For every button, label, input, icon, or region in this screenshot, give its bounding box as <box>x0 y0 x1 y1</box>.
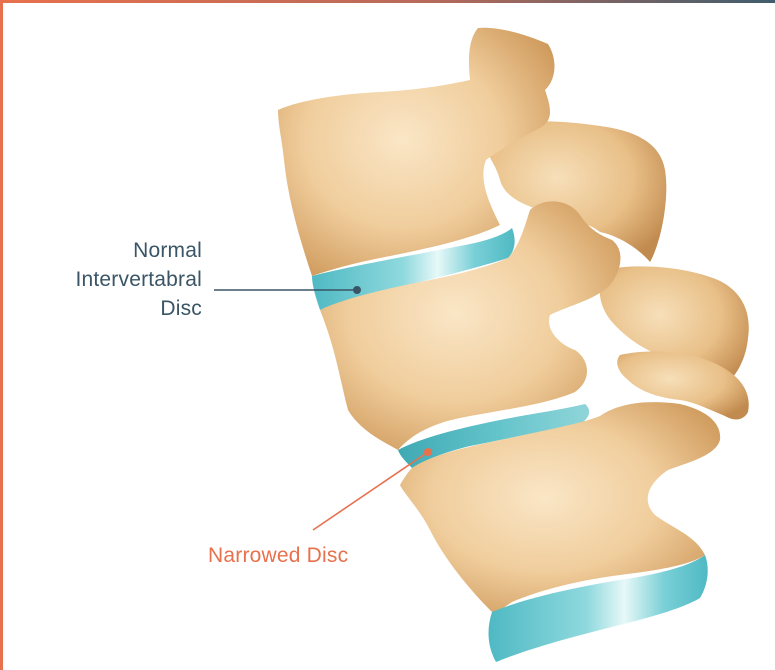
narrowed-disc-label: Narrowed Disc <box>208 541 348 570</box>
narrowed-disc-pointer-dot <box>424 448 432 456</box>
normal-disc-label: Normal Intervertabral Disc <box>2 236 202 323</box>
normal-label-line3: Disc <box>2 294 202 323</box>
normal-label-line1: Normal <box>2 236 202 265</box>
normal-label-line2: Intervertabral <box>2 265 202 294</box>
normal-disc-pointer-dot <box>353 286 361 294</box>
